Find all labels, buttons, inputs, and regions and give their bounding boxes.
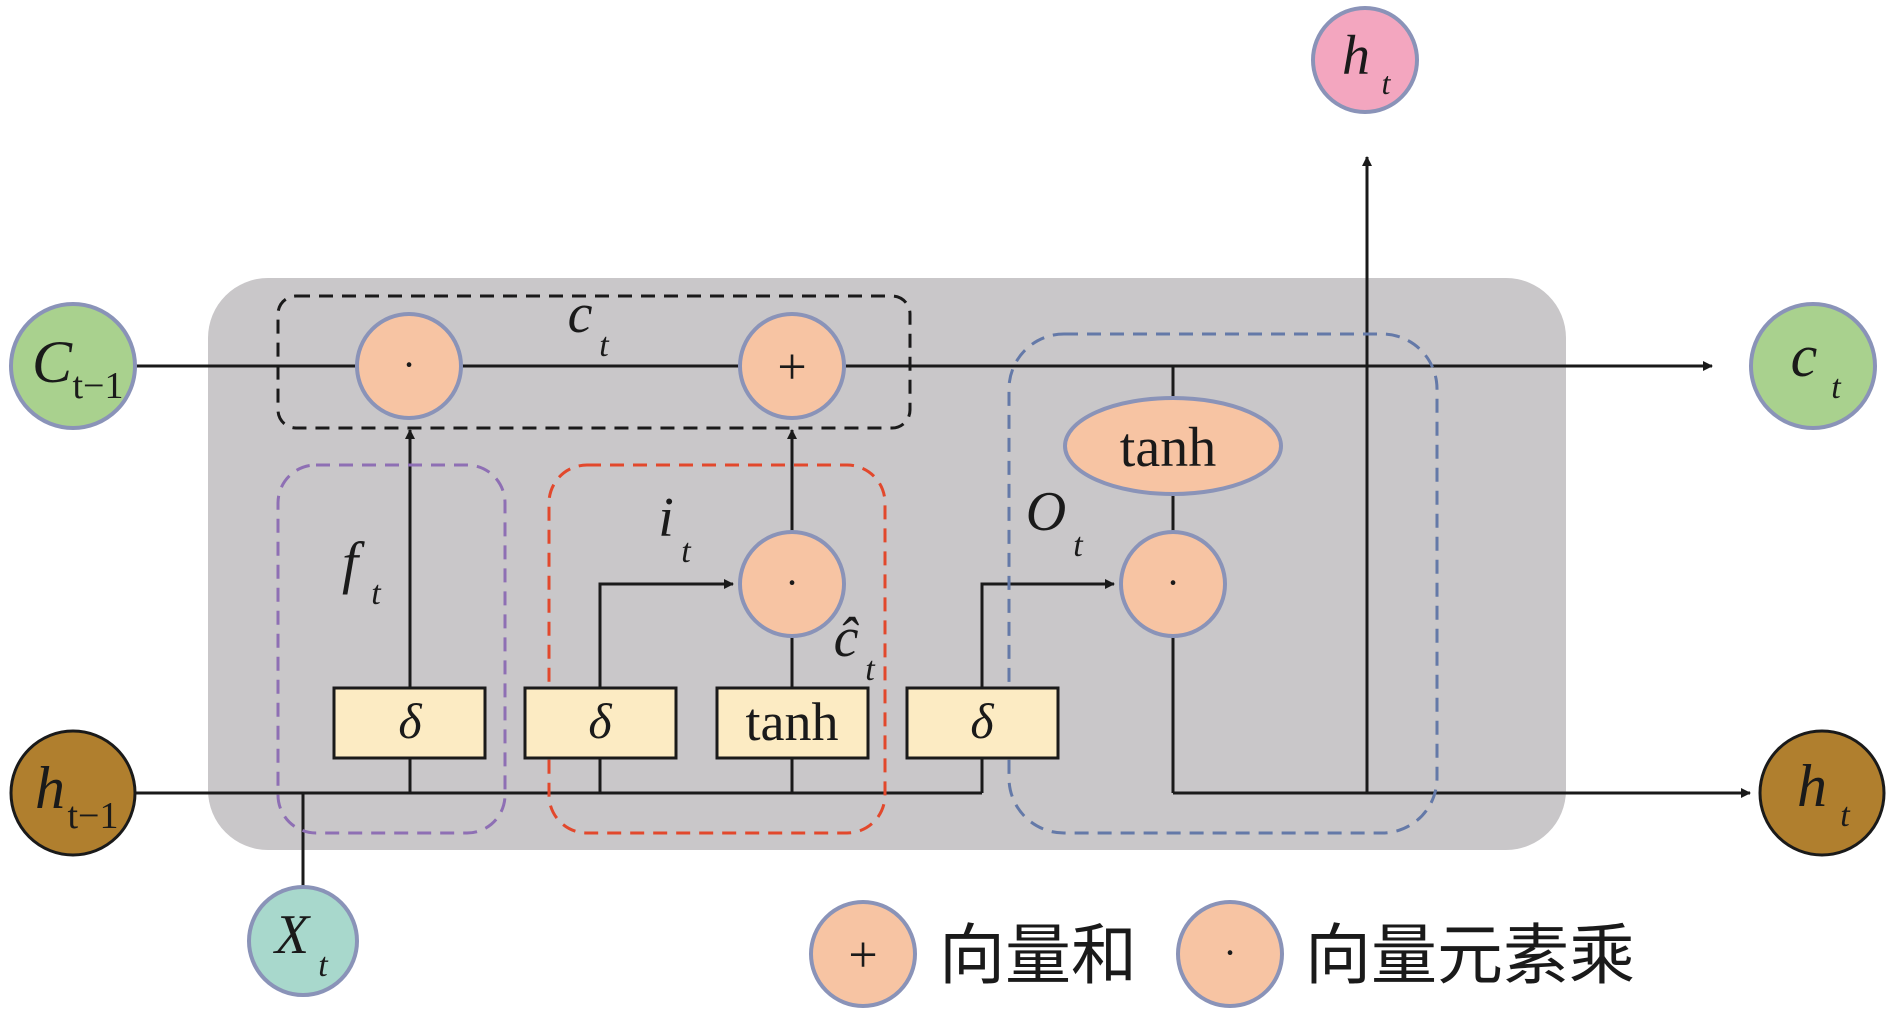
candidate-gate-box: tanh — [715, 686, 870, 760]
candidate-gate-label: tanh — [746, 692, 839, 752]
input-xt-subscript: t — [318, 947, 329, 984]
prev-cell-state-symbol: C — [32, 329, 73, 395]
wires — [136, 156, 1751, 886]
legend-plus-symbol: + — [848, 927, 877, 984]
next-hidden-state-subscript: t — [1840, 797, 1851, 834]
cell-tanh-label: tanh — [1120, 417, 1216, 479]
label-c-t: c t — [568, 283, 611, 364]
svg-text:ĉ: ĉ — [834, 607, 860, 669]
svg-text:c: c — [568, 283, 593, 345]
svg-text:t: t — [1073, 527, 1084, 564]
legend-plus: + 向量和 — [809, 900, 1137, 1008]
cell-add-node: + — [738, 312, 846, 420]
svg-text:O: O — [1026, 481, 1066, 543]
svg-text:t: t — [681, 533, 692, 570]
input-multiply-node: · — [738, 530, 846, 638]
input-multiply-symbol: · — [785, 560, 798, 605]
svg-text:t: t — [865, 651, 876, 688]
svg-text:i: i — [658, 487, 674, 549]
output-gate-label: δ — [970, 693, 994, 749]
next-hidden-state-node: h t — [1758, 729, 1886, 857]
prev-cell-state-subscript: t−1 — [73, 365, 124, 407]
prev-hidden-state-symbol: h — [35, 755, 65, 821]
forget-multiply-node: · — [355, 312, 463, 420]
legend-dot-symbol: · — [1223, 930, 1236, 975]
legend-plus-text: 向量和 — [939, 917, 1137, 994]
hidden-output-subscript: t — [1382, 65, 1392, 101]
legend-dot-text: 向量元素乘 — [1305, 917, 1635, 994]
cell-add-symbol: + — [777, 339, 806, 396]
output-gate-box: δ — [905, 686, 1060, 760]
hidden-output-symbol: h — [1342, 25, 1370, 87]
next-cell-state-subscript: t — [1831, 369, 1842, 406]
output-gate-group — [1007, 332, 1439, 835]
next-cell-state-symbol: c — [1791, 323, 1818, 389]
prev-cell-state-node: C t−1 — [9, 302, 137, 430]
hidden-output-node: h t — [1311, 6, 1419, 114]
forget-gate-box: δ — [332, 686, 487, 760]
svg-text:t: t — [599, 327, 610, 364]
label-i-t: i t — [658, 487, 692, 570]
legend: + 向量和 · 向量元素乘 — [809, 900, 1635, 1008]
forget-gate-group — [276, 463, 507, 835]
next-hidden-state-symbol: h — [1797, 753, 1827, 819]
legend-dot: · 向量元素乘 — [1176, 900, 1635, 1008]
cell-tanh-ellipse: tanh — [1063, 396, 1283, 496]
svg-text:t: t — [371, 575, 382, 612]
input-xt-symbol: X — [273, 904, 312, 966]
input-xt-node: X t — [247, 885, 359, 997]
next-cell-state-node: c t — [1749, 302, 1877, 430]
input-gate-label: δ — [588, 693, 612, 749]
forget-multiply-symbol: · — [402, 342, 415, 387]
prev-hidden-state-node: h t−1 — [9, 729, 137, 857]
cell-state-group — [276, 294, 912, 430]
input-gate-group — [547, 463, 887, 835]
output-multiply-node: · — [1119, 530, 1227, 638]
output-multiply-symbol: · — [1166, 560, 1179, 605]
prev-hidden-state-subscript: t−1 — [68, 795, 119, 837]
label-c-hat: ĉ t — [834, 607, 877, 688]
input-gate-box: δ — [523, 686, 678, 760]
label-o-t: O t — [1026, 481, 1085, 564]
forget-gate-label: δ — [398, 693, 422, 749]
